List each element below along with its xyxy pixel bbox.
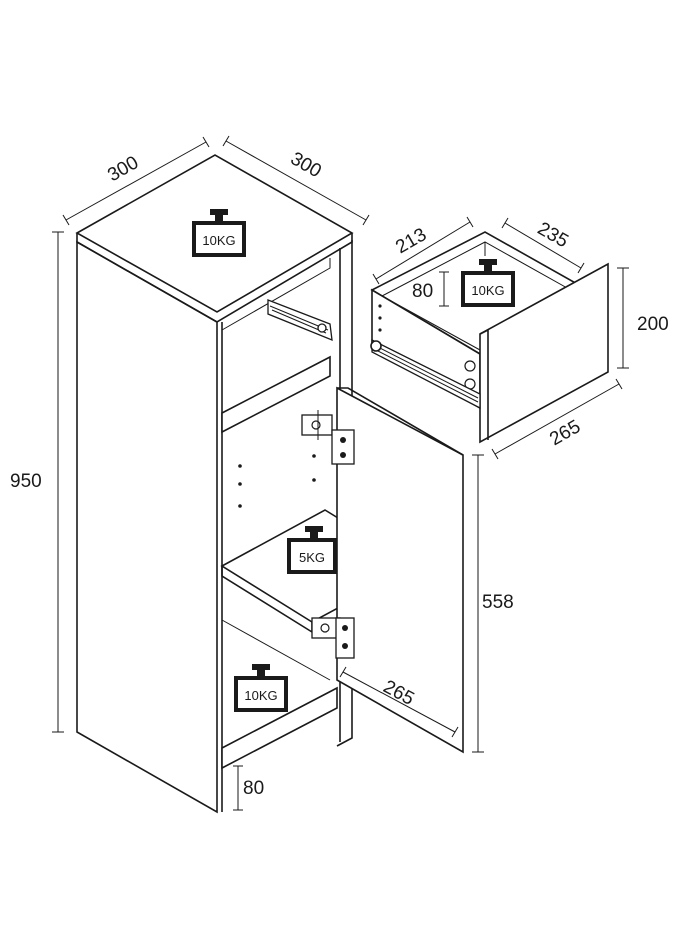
- weight-icon-drawer: 10KG: [461, 259, 515, 307]
- label-plinth-height: 80: [243, 778, 264, 799]
- label-shelf-load: 5KG: [299, 550, 325, 565]
- dimension-height: 950: [10, 231, 64, 733]
- label-drawer-depth: 235: [534, 218, 572, 252]
- dimension-drawer-length: 265: [491, 378, 623, 460]
- weight-icon-shelf: 5KG: [287, 526, 337, 574]
- weight-icon-bottom: 10KG: [234, 664, 288, 712]
- label-height: 950: [10, 471, 42, 492]
- drawer-runner: [370, 338, 481, 410]
- cabinet-drawer-runner: [267, 299, 333, 342]
- dimension-door-height: 558: [472, 454, 514, 753]
- label-bottom-load: 10KG: [244, 688, 277, 703]
- label-drawer-inner-height: 80: [412, 281, 433, 302]
- label-top-depth: 300: [287, 148, 325, 182]
- cabinet-door: [336, 386, 464, 754]
- label-door-height: 558: [482, 592, 514, 613]
- label-drawer-width: 213: [392, 224, 430, 258]
- weight-icon-top: 10KG: [192, 209, 246, 257]
- dimension-drawer-front-height: 200: [617, 267, 669, 369]
- dimension-drawer-inner-height: 80: [412, 271, 449, 307]
- label-drawer-load: 10KG: [471, 283, 504, 298]
- hinge-lower: [311, 617, 355, 659]
- label-drawer-front-height: 200: [637, 314, 669, 335]
- hinge-upper: [301, 410, 355, 465]
- label-top-load: 10KG: [202, 233, 235, 248]
- dimension-plinth-height: 80: [233, 765, 264, 811]
